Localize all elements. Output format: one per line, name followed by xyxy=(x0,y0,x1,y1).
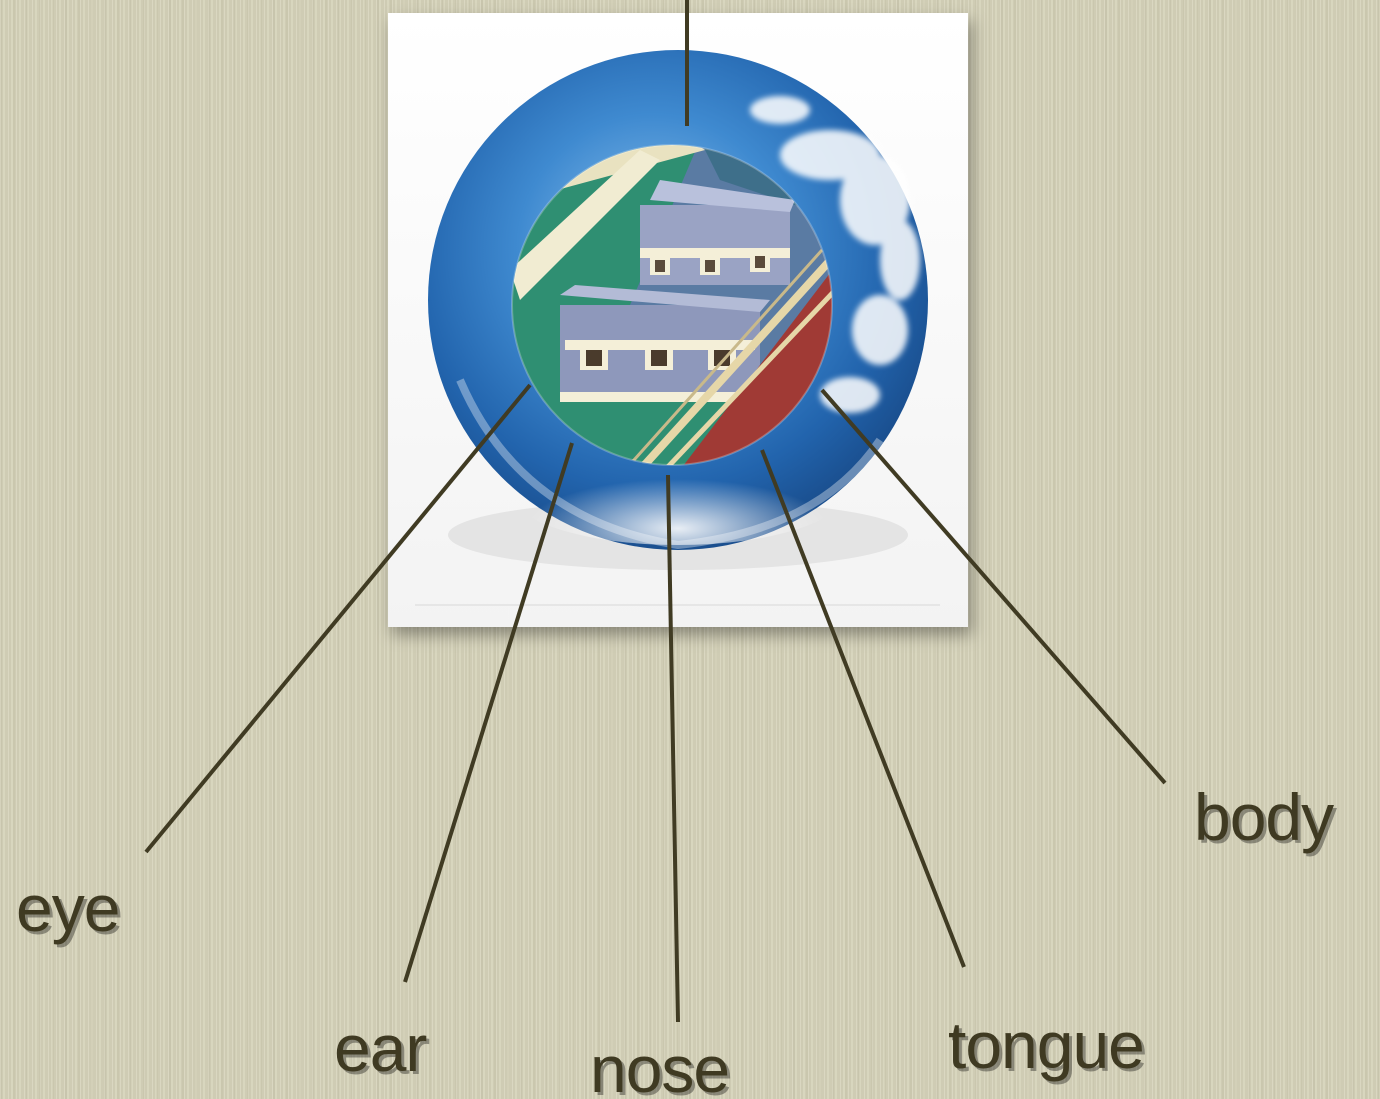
label-body: body xyxy=(1194,780,1334,854)
svg-text:eye: eye xyxy=(19,874,122,948)
ear-connector-line xyxy=(403,442,574,983)
label-ear: ear xyxy=(334,1011,426,1085)
eye-connector-line xyxy=(144,383,532,854)
svg-text:tongue: tongue xyxy=(951,1011,1147,1085)
nose-connector-line xyxy=(666,474,680,1023)
label-tongue: tongue xyxy=(948,1008,1144,1082)
svg-text:nose: nose xyxy=(593,1035,732,1099)
svg-text:ear: ear xyxy=(337,1014,429,1088)
sense-labels: eye eye ear ear nose nose tongue tongue … xyxy=(16,780,1338,1099)
label-eye: eye xyxy=(16,871,119,945)
connector-lines xyxy=(144,0,1167,1023)
label-nose: nose xyxy=(590,1032,729,1099)
body-connector-line xyxy=(820,388,1167,785)
tongue-connector-line xyxy=(760,449,966,968)
inner-building-scene xyxy=(512,145,832,465)
svg-text:body: body xyxy=(1197,783,1337,857)
